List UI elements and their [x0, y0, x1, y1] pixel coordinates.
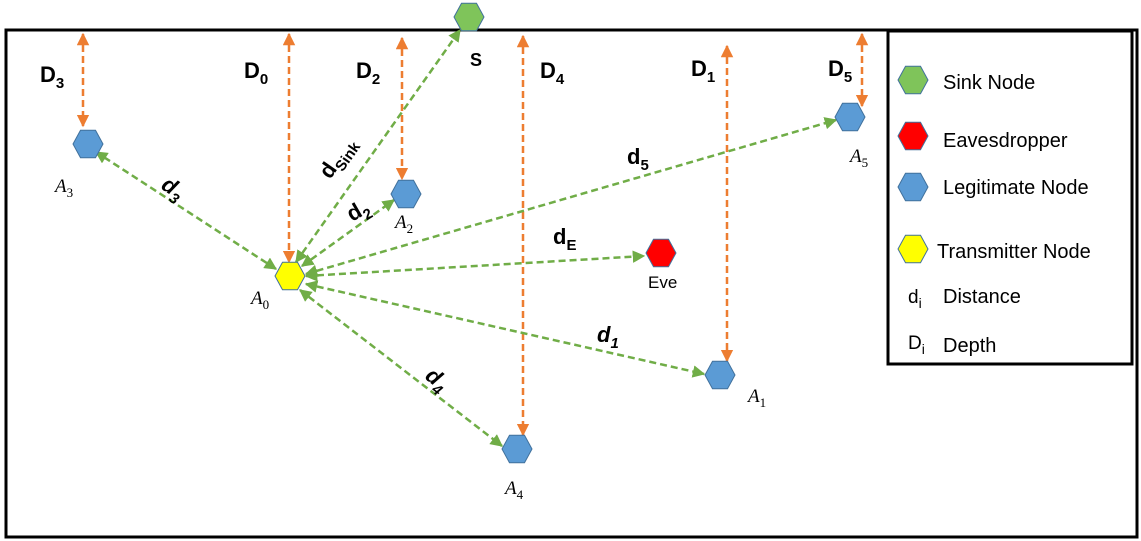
distance-line-d1: [304, 280, 706, 378]
diagram-frame: [4, 28, 1139, 539]
legend-depth-label: Depth: [943, 335, 996, 357]
distance-label-d3: d3: [155, 171, 190, 208]
node-label-a1: A1: [746, 386, 766, 410]
depth-label-d5: D5: [828, 56, 852, 86]
legitimate-node-a1: [704, 360, 736, 390]
depth-label-d0: D0: [244, 58, 268, 88]
depth-label-d3: D3: [40, 62, 64, 92]
legend-transmitter-label: Transmitter Node: [937, 241, 1091, 263]
legend-eavesdropper-icon: [897, 121, 929, 151]
nodes: [72, 2, 866, 464]
legitimate-node-a2: [390, 179, 422, 209]
distance-line-dsink: [294, 28, 462, 264]
legend-box: [886, 29, 1134, 366]
legend-eavesdropper-label: Eavesdropper: [943, 130, 1068, 152]
distance-line-d5: [304, 117, 838, 277]
distance-lines: [94, 28, 838, 447]
transmitter-node-a0: [274, 261, 306, 291]
sink-label: S: [470, 50, 482, 70]
legitimate-node-a5: [834, 102, 866, 132]
sink-node: [453, 2, 485, 32]
node-label-eve: Eve: [648, 273, 677, 292]
legend-legitimate-icon: [897, 172, 929, 202]
node-label-a4: A4: [503, 478, 524, 502]
depth-label-d4: D4: [540, 58, 565, 88]
legend-transmitter-icon: [897, 234, 929, 264]
distance-label-d1: d1: [597, 322, 619, 352]
legend-sink-label: Sink Node: [943, 72, 1035, 94]
distance-label-d4: d4: [418, 362, 454, 399]
depth-label-d1: D1: [691, 56, 715, 86]
depth-lines: [76, 32, 869, 437]
distance-label-d5: d5: [627, 144, 649, 174]
legend-legitimate-label: Legitimate Node: [943, 177, 1089, 199]
eavesdropper-node: [645, 238, 677, 268]
node-label-a3: A3: [53, 176, 73, 200]
legend-distance-label: Distance: [943, 286, 1021, 308]
legitimate-node-a3: [72, 129, 104, 159]
node-label-a2: A2: [393, 212, 413, 236]
legend-sink-icon: [897, 65, 929, 95]
distance-label-de: dE: [553, 224, 576, 254]
legend: Sink Node Eavesdropper Legitimate Node T…: [886, 29, 1134, 366]
legend-depth-symbol: Di: [908, 333, 925, 357]
distance-line-de: [304, 250, 646, 282]
depth-label-d2: D2: [356, 58, 380, 88]
distance-line-d3: [94, 150, 278, 271]
distance-line-d4: [299, 289, 503, 447]
legend-distance-symbol: di: [908, 287, 922, 311]
node-label-a0: A0: [249, 288, 269, 312]
legitimate-node-a4: [501, 434, 533, 464]
node-label-a5: A5: [848, 146, 868, 170]
